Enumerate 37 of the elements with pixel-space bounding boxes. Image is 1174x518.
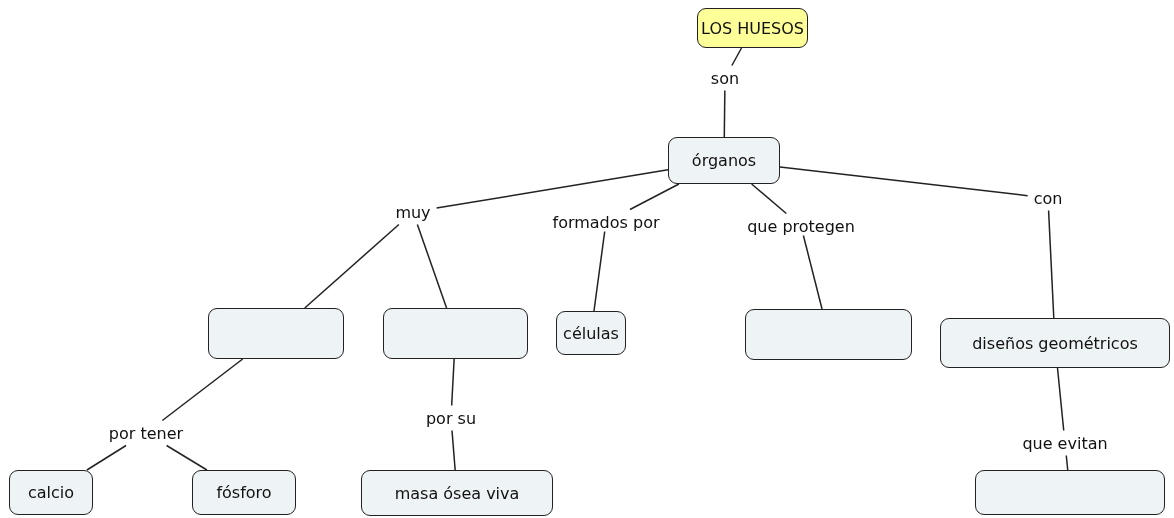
linking-phrase: por su [422, 408, 480, 428]
concept-box: órganos [668, 137, 780, 184]
connector-line [304, 223, 400, 309]
concept-box: masa ósea viva [361, 470, 553, 516]
connector-line [451, 429, 456, 471]
concept-box: LOS HUESOS [697, 8, 808, 48]
connector-line [435, 169, 669, 209]
connector-line [1065, 454, 1069, 471]
empty-concept-box [208, 308, 344, 359]
connector-line [1047, 209, 1055, 319]
linking-phrase: formados por [549, 212, 663, 232]
linking-phrase: por tener [105, 423, 187, 443]
empty-concept-box [975, 470, 1165, 515]
connector-line [802, 234, 823, 310]
concept-box: diseños geométricos [940, 318, 1170, 368]
connector-line [779, 166, 1029, 197]
empty-concept-box [383, 308, 528, 359]
connector-line [1056, 367, 1065, 432]
connector-line [629, 183, 680, 211]
connector-line [750, 183, 788, 215]
linking-phrase: que protegen [744, 216, 858, 236]
linking-phrase: muy [392, 202, 434, 222]
connector-line [86, 444, 127, 471]
empty-concept-box [745, 309, 912, 360]
connector-line [416, 223, 448, 309]
linking-phrase: con [1030, 188, 1066, 208]
connector-line [731, 47, 743, 67]
concept-box: calcio [9, 470, 93, 515]
connector-line [450, 358, 455, 407]
concept-box: células [556, 311, 626, 355]
connector-line [161, 358, 244, 422]
linking-phrase: que evitan [1019, 433, 1111, 453]
connector-line [165, 444, 208, 471]
concept-box: fósforo [192, 470, 296, 515]
connector-line [723, 89, 726, 138]
linking-phrase: son [707, 68, 743, 88]
connector-line [593, 230, 606, 312]
